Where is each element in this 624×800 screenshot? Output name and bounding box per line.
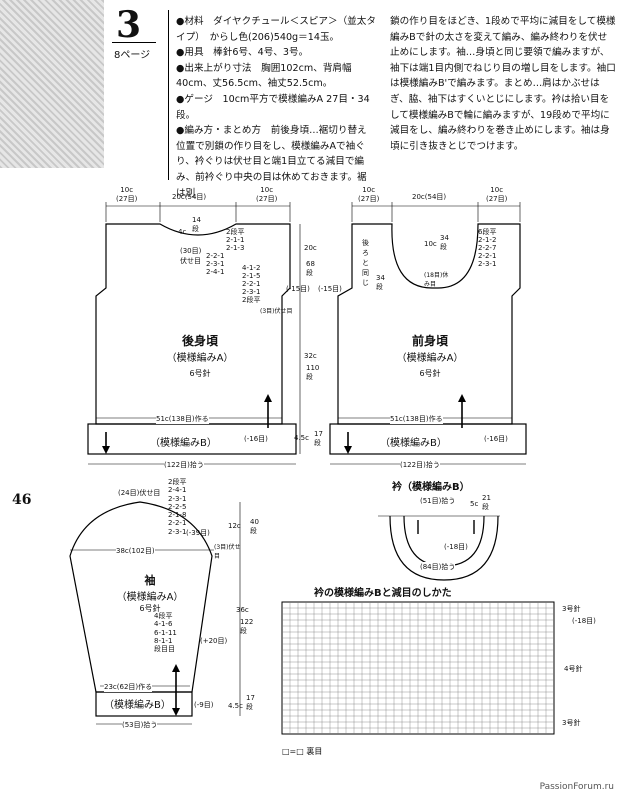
- back-arm-rows: 68段: [306, 260, 315, 277]
- sleeve-inc-total: (+20目): [200, 637, 228, 645]
- front-needle: 6号針: [419, 369, 441, 378]
- chart-note-bottom: 3号針: [562, 719, 581, 727]
- sleeve-needle: 6号針: [139, 604, 161, 613]
- front-pattern: （模様編みA）: [396, 353, 464, 364]
- back-needle: 6号針: [189, 369, 211, 378]
- sleeve-cap-top: (24目)伏せ目: [118, 489, 161, 497]
- sleeve-bottom: (53目)拾う: [122, 720, 158, 730]
- materials-text: ●材料 ダイヤクチュール＜スピア＞（並太タイプ） からし色(206)540g＝1…: [176, 16, 376, 43]
- chart-note-mid: 4号針: [564, 665, 583, 673]
- collar-rows: 21段: [482, 494, 491, 511]
- sleeve-width: 38c(102目): [116, 546, 155, 556]
- sleeve-labels: 袖 （模様編みA） 6号針: [110, 572, 190, 614]
- sleeve-diagram: [69, 501, 241, 725]
- back-top-mid: 20c(54目): [172, 193, 207, 201]
- page-reference: 8ページ: [114, 50, 151, 61]
- chart-title: 衿の模様編みBと減目のしかた: [314, 588, 452, 599]
- collar-pick-top: (51目)拾う: [420, 497, 456, 505]
- sleeve-length-height: 36c: [236, 606, 249, 614]
- sleeve-length-rows: 122段: [240, 618, 254, 635]
- sleeve-band-rows: 17段: [246, 694, 255, 711]
- front-neck-note: 後ろと同じ: [362, 239, 369, 287]
- front-labels: 前身頃 （模様編みA） 6号針: [370, 332, 490, 379]
- back-labels: 後身頃 （模様編みA） 6号針: [140, 332, 260, 379]
- tools-text: ●用具 棒針6号、4号、3号。: [176, 47, 309, 59]
- back-band-rows: 17段: [314, 430, 323, 447]
- front-width: 51c(138目)作る: [390, 414, 443, 424]
- front-neck-dec: 6段平 2-1-2 2-2-7 2-2-1 2-3-1: [478, 228, 497, 268]
- front-neck-rest: (18目)休み目: [424, 272, 449, 288]
- collar-height: 5c: [470, 500, 479, 508]
- back-neck-dec: 2段平 2-1-1 2-1-3: [226, 228, 245, 252]
- header-divider: [168, 10, 169, 180]
- instructions-column-2: 鎖の作り目をほどき、1段めで平均に減目をして模様編みBで針の太さを変えて編み、編…: [390, 14, 616, 154]
- front-band-dec: (-16目): [484, 435, 508, 443]
- collar-dec: (-18目): [444, 543, 468, 551]
- method-text: ●編み方・まとめ方 前後身頃…裾切り替え位置で別鎖の作り目をし、模様編みAで袖ぐ…: [176, 125, 367, 199]
- sleeve-band-height: 4.5c: [228, 702, 243, 710]
- collar-pick-bottom: (84目)拾う: [420, 562, 456, 572]
- front-top-mid: 20c(54目): [412, 193, 447, 201]
- back-width: 51c(138目)作る: [156, 414, 209, 424]
- back-title: 後身頃: [181, 334, 218, 348]
- back-pattern: （模様編みA）: [166, 353, 234, 364]
- front-neck-rows: 34段: [440, 234, 449, 251]
- sweater-photo: [0, 0, 104, 168]
- sleeve-cap-ref: (-39目): [186, 529, 210, 537]
- front-arm-ref: (-15目): [318, 285, 342, 293]
- back-band-label: （模様編みB）: [150, 438, 217, 449]
- sleeve-cap-rows: 40段: [250, 518, 259, 535]
- front-neck-rows2: 34段: [376, 274, 385, 291]
- gauge-text: ●ゲージ 10cm平方で模様編みA 27目・34段。: [176, 93, 370, 121]
- sleeve-title: 袖: [144, 574, 156, 587]
- sleeve-inc: 4段平 4-1-6 6-1-11 8-1-1 段目目: [154, 612, 177, 654]
- back-neck-depth: 4c: [178, 228, 187, 236]
- back-body-rows: 110段: [306, 364, 320, 381]
- chart-legend: □=□ 裏目: [282, 747, 323, 756]
- back-band-height: 4.5c: [294, 434, 309, 442]
- page-number: 46: [12, 492, 32, 508]
- front-title: 前身頃: [411, 334, 448, 348]
- back-top-right: 10c (27目): [256, 186, 278, 203]
- collar-label: 衿（模様編みB）: [392, 482, 470, 493]
- sleeve-pattern: （模様編みA）: [116, 592, 184, 603]
- sleeve-cuff-width: 23c(62目)作る: [104, 682, 153, 692]
- back-arm-ref: (-15目): [286, 285, 310, 293]
- front-bottom: (122目)拾う: [400, 460, 440, 470]
- back-arm-dec: 2-2-1 2-3-1 2-4-1: [206, 252, 225, 276]
- instructions-column-1: ●材料 ダイヤクチュール＜スピア＞（並太タイプ） からし色(206)540g＝1…: [176, 14, 376, 201]
- front-band-label: （模様編みB）: [380, 438, 447, 449]
- back-body-height: 32c: [304, 352, 317, 360]
- back-neck-bind: (30目)伏せ目: [180, 247, 202, 265]
- chart-note-dec: (-18目): [572, 617, 596, 625]
- back-bottom: (122目)拾う: [164, 460, 204, 470]
- back-neck-rows: 14段: [192, 216, 201, 233]
- front-neck-depth: 10c: [424, 240, 437, 248]
- back-arm-dec2: 4-1-2 2-1-5 2-2-1 2-3-1 2段平: [242, 264, 261, 304]
- sleeve-cap-bind: (3目)伏せ目: [214, 544, 241, 560]
- chart-note-top: 3号針: [562, 605, 581, 613]
- number-underline: [112, 42, 156, 43]
- front-top-right: 10c (27目): [486, 186, 508, 203]
- sleeve-cap-height: 12c: [228, 522, 241, 530]
- sleeve-band-dec: (-9目): [194, 701, 214, 709]
- pattern-number: 3: [116, 4, 142, 46]
- stitch-chart-grid: [281, 601, 555, 735]
- back-band-dec: (-16目): [244, 435, 268, 443]
- method-continued-text: 鎖の作り目をほどき、1段めで平均に減目をして模様編みBで針の太さを変えて編み、編…: [390, 16, 616, 152]
- watermark: PassionForum.ru: [539, 782, 614, 792]
- back-arm-height: 20c: [304, 244, 317, 252]
- back-arm-bind: (3目)伏せ目: [260, 308, 293, 315]
- sleeve-band-label: （模様編みB）: [104, 700, 171, 711]
- back-top-left: 10c (27目): [116, 186, 138, 203]
- size-text: ●出来上がり寸法 胸囲102cm、背肩幅40cm、丈56.5cm、袖丈52.5c…: [176, 62, 352, 90]
- sleeve-cap-dec: 2段平 2-4-1 2-3-1 2-2-5 2-1-8 2-2-1 2-3-1: [168, 478, 187, 536]
- front-top-left: 10c (27目): [358, 186, 380, 203]
